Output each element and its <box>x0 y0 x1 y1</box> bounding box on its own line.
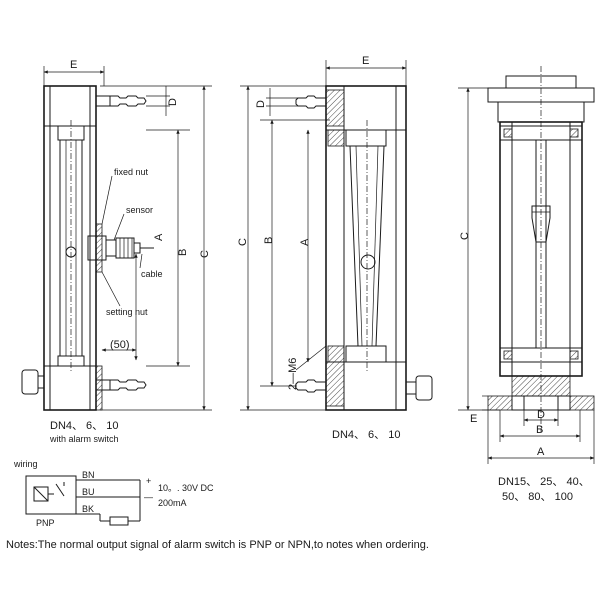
right-dim-c: C <box>459 232 471 240</box>
left-view: E D A B C (50) fixed nut sensor cable se… <box>21 59 212 444</box>
left-dim-a: A <box>153 233 165 241</box>
wiring-voltage: 10。. 30V DC <box>158 483 214 493</box>
mid-dim-e: E <box>362 55 369 67</box>
right-dim-e: E <box>470 413 477 425</box>
wiring-title: wiring <box>13 459 38 469</box>
mid-dim-thread: 2—M6 <box>287 358 299 390</box>
wire-plus: + <box>146 476 151 486</box>
label-sensor: sensor <box>126 205 153 215</box>
left-dim-e: E <box>70 59 77 71</box>
middle-view: E D B A C 2—M6 DN4、 6、 10 <box>237 55 433 441</box>
left-caption-sub: with alarm switch <box>49 434 119 444</box>
wiring-type: PNP <box>36 518 55 528</box>
right-caption-line2: 50、 80、 100 <box>502 491 573 503</box>
mid-dim-c: C <box>237 238 249 246</box>
left-dim-d: D <box>167 98 179 106</box>
label-fixed-nut: fixed nut <box>114 167 149 177</box>
left-dim-c: C <box>199 250 211 258</box>
right-dim-d: D <box>537 409 545 421</box>
mid-dim-a: A <box>299 238 311 246</box>
wiring-current: 200mA <box>158 498 187 508</box>
left-caption: DN4、 6、 10 <box>50 420 118 432</box>
wiring-diagram: wiring BN BU BK + — 10。. 30V DC 200mA PN… <box>13 459 214 528</box>
wire-minus: — <box>144 492 153 502</box>
mid-dim-d: D <box>255 100 267 108</box>
right-caption-line1: DN15、 25、 40、 <box>498 476 590 488</box>
label-cable: cable <box>141 269 163 279</box>
middle-caption: DN4、 6、 10 <box>332 429 400 441</box>
wire-bk: BK <box>82 504 94 514</box>
notes-text: Notes:The normal output signal of alarm … <box>6 539 429 551</box>
wire-bn: BN <box>82 470 95 480</box>
right-view: C E D B A DN15、 25、 40、 50、 80、 100 <box>458 66 595 503</box>
wire-bu: BU <box>82 487 95 497</box>
mid-dim-b: B <box>263 237 275 244</box>
left-dim-b: B <box>177 249 189 256</box>
left-dim-50: (50) <box>110 339 130 351</box>
label-setting-nut: setting nut <box>106 307 148 317</box>
right-dim-a: A <box>537 446 545 458</box>
right-dim-b: B <box>536 424 543 436</box>
